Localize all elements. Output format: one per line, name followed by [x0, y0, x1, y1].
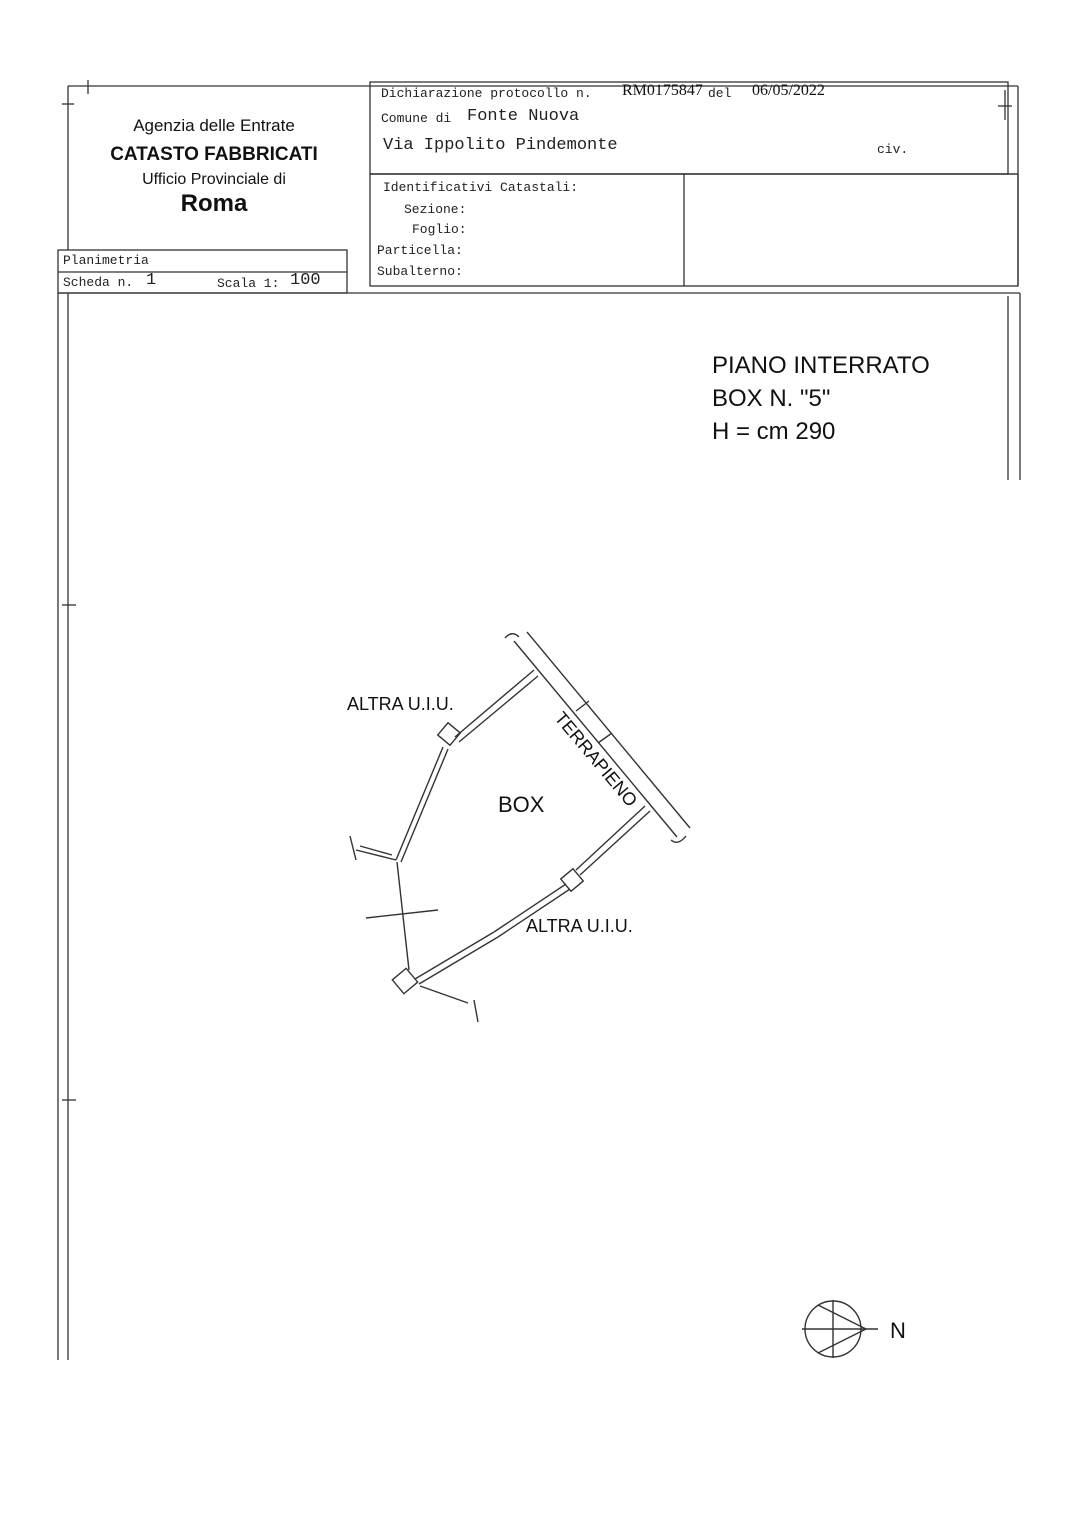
scala-value: 100	[290, 271, 321, 290]
subalterno-label: Subalterno:	[377, 264, 463, 279]
identifiers-title: Identificativi Catastali:	[383, 180, 579, 195]
date-label: del	[708, 86, 732, 101]
sezione-label: Sezione:	[404, 202, 467, 217]
box-number: BOX N. "5"	[712, 385, 831, 412]
protocol-number: RM0175847	[622, 82, 703, 99]
protocol-label: Dichiarazione protocollo n.	[381, 86, 592, 101]
civ-label: civ.	[877, 142, 909, 157]
neighbor-top-label: ALTRA U.I.U.	[347, 694, 454, 714]
address: Via Ippolito Pindemonte	[383, 136, 618, 155]
planimetria-label: Planimetria	[63, 253, 149, 268]
height-note: H = cm 290	[712, 418, 836, 445]
scheda-label: Scheda n.	[63, 275, 134, 290]
foglio-label: Foglio:	[412, 222, 467, 237]
scheda-value: 1	[146, 271, 157, 290]
comune-label: Comune di	[381, 111, 452, 126]
protocol-date: 06/05/2022	[752, 82, 825, 99]
north-label: N	[890, 1318, 906, 1343]
north-compass-icon	[802, 1300, 878, 1358]
agency-name: Agenzia delle Entrate	[133, 116, 295, 135]
scala-label: Scala 1:	[217, 276, 280, 291]
office-name: Ufficio Provinciale di	[142, 171, 286, 188]
room-label: BOX	[498, 792, 545, 817]
neighbor-bottom-label: ALTRA U.I.U.	[526, 916, 633, 936]
floor-title: PIANO INTERRATO	[712, 352, 930, 379]
comune-value: Fonte Nuova	[467, 107, 580, 126]
particella-label: Particella:	[377, 243, 463, 258]
department-name: CATASTO FABBRICATI	[110, 144, 318, 165]
office-city: Roma	[180, 190, 248, 217]
